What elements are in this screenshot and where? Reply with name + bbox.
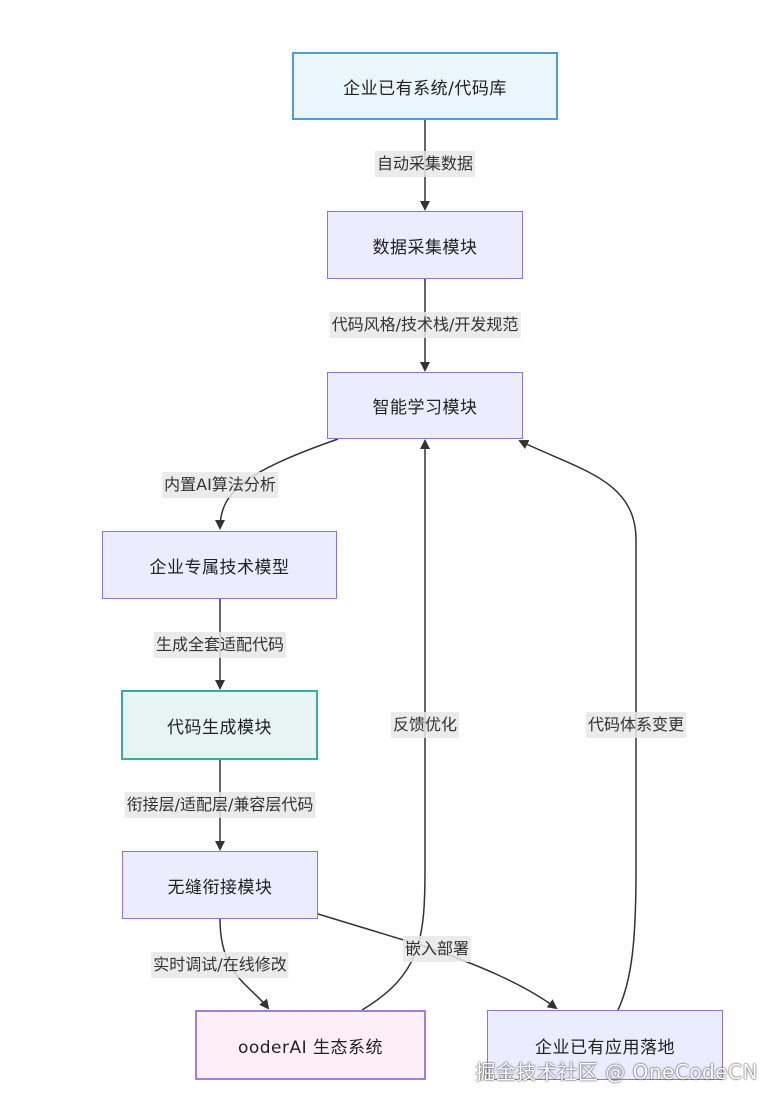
edge-label-auto-collect: 自动采集数据: [374, 151, 476, 177]
edge-label-realtime-debug: 实时调试/在线修改: [151, 952, 289, 978]
edge-code-change: [518, 439, 637, 1011]
node-existing-systems: 企业已有系统/代码库: [292, 52, 558, 120]
edge-label-code-style: 代码风格/技术栈/开发规范: [329, 312, 521, 338]
edge-label-feedback: 反馈优化: [390, 712, 460, 738]
node-smart-learning: 智能学习模块: [327, 372, 523, 439]
edge-label-builtin-ai: 内置AI算法分析: [162, 472, 278, 498]
edge-label-layer-code: 衔接层/适配层/兼容层代码: [124, 792, 316, 818]
edge-label-generate-code: 生成全套适配代码: [153, 632, 287, 658]
edge-label-code-change: 代码体系变更: [585, 712, 687, 738]
watermark: 掘金技术社区 @ OneCodeCN: [475, 1060, 758, 1084]
node-code-generation: 代码生成模块: [121, 690, 318, 760]
edge-label-embed-deploy: 嵌入部署: [402, 936, 472, 962]
node-enterprise-model: 企业专属技术模型: [102, 531, 337, 599]
node-ooder-ecosystem: ooderAI 生态系统: [195, 1010, 426, 1080]
node-seamless-integration: 无缝衔接模块: [122, 851, 318, 919]
node-data-collection: 数据采集模块: [327, 211, 523, 279]
node-app-landing: 企业已有应用落地: [487, 1010, 723, 1080]
